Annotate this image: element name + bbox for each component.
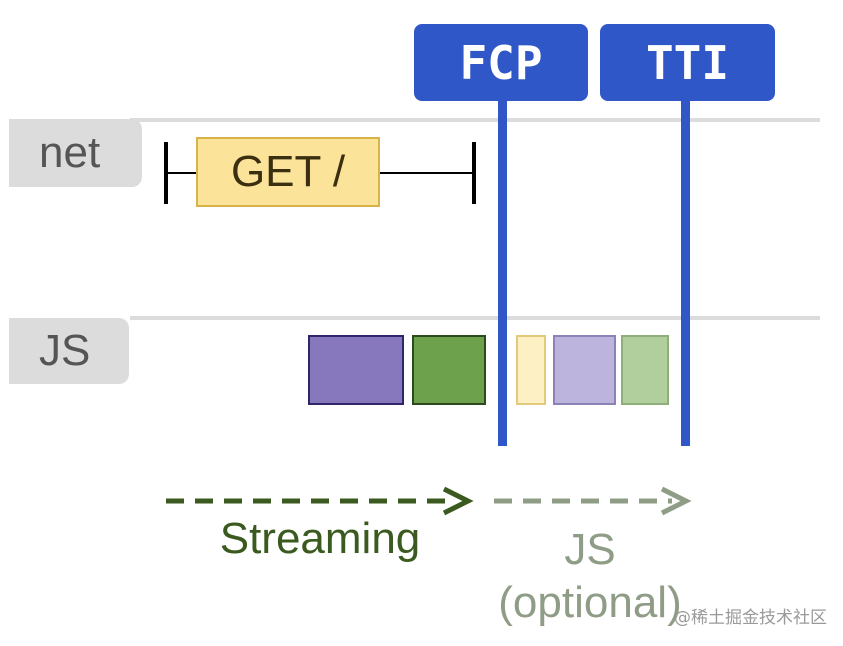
request-tail-line [380, 172, 474, 174]
tti-marker-label: TTI [600, 24, 775, 101]
request-lead-line [166, 172, 198, 174]
fcp-marker-label: FCP [414, 24, 588, 101]
optional-arrow-head [660, 486, 692, 516]
js-block-5 [621, 335, 669, 405]
js-optional-caption-line2: (optional) [498, 577, 682, 627]
get-request-label: GET / [230, 147, 346, 196]
js-optional-caption: JS (optional) [490, 524, 690, 630]
fcp-marker-line [498, 95, 507, 446]
js-block-1 [308, 335, 404, 405]
js-optional-caption-line1: JS [564, 525, 616, 574]
js-block-2 [412, 335, 486, 405]
tti-marker-line [681, 95, 690, 446]
fcp-marker-text: FCP [459, 35, 543, 90]
tti-marker-text: TTI [645, 35, 730, 90]
net-lane-label: net [9, 119, 142, 187]
streaming-caption-text: Streaming [219, 514, 421, 563]
streaming-arrow-head [442, 486, 474, 516]
request-end-cap [472, 142, 476, 204]
js-lane-line [130, 316, 820, 320]
js-lane-label: JS [9, 318, 129, 384]
get-request-box: GET / [196, 137, 380, 207]
js-block-3 [516, 335, 546, 405]
js-block-4 [553, 335, 616, 405]
net-lane-line [130, 118, 820, 122]
streaming-caption: Streaming [200, 513, 440, 566]
js-lane-label-text: JS [39, 326, 91, 375]
watermark: @稀土掘金技术社区 [674, 608, 827, 628]
net-lane-label-text: net [39, 128, 101, 177]
